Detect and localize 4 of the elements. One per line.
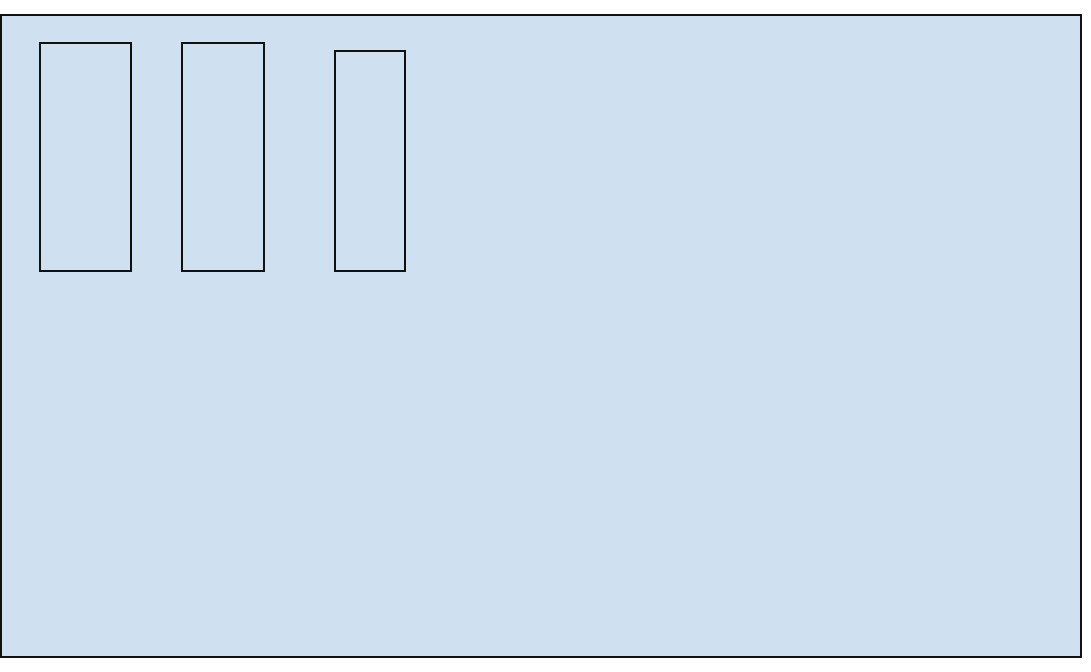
empty-box [181, 42, 265, 272]
panel-background [0, 14, 1082, 658]
empty-box [334, 50, 406, 272]
empty-box [39, 42, 132, 272]
